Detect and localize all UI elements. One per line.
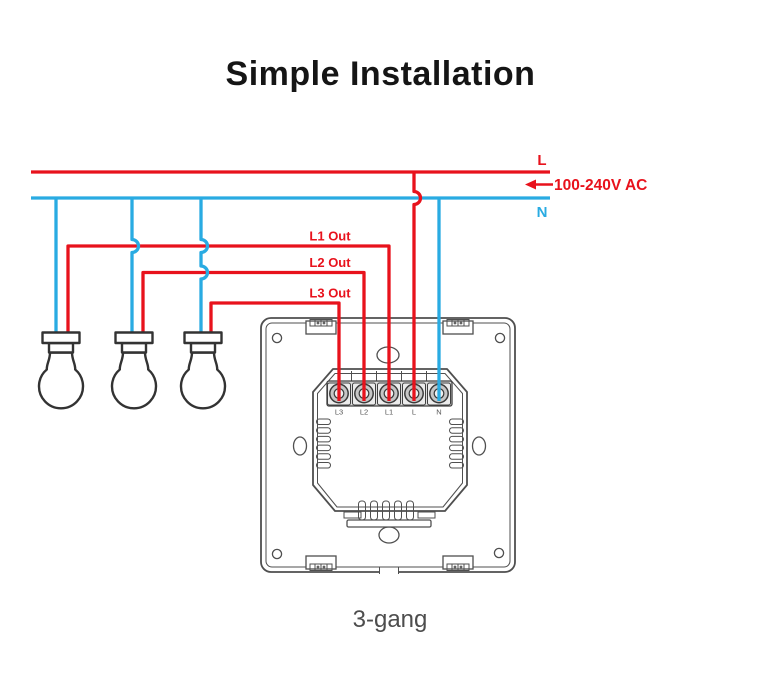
module-clamp-bar xyxy=(346,519,432,528)
terminal-label-n: N xyxy=(436,408,441,417)
page-title: Simple Installation xyxy=(225,55,536,93)
mounting-slot xyxy=(442,555,474,572)
mounting-slot xyxy=(305,555,337,572)
terminal-label-l2: L2 xyxy=(360,408,368,417)
voltage-label: 100-240V AC xyxy=(554,177,647,194)
neutral-drop-bulb2 xyxy=(130,198,141,334)
left-arrow-head-icon xyxy=(525,179,536,190)
terminal-label-l: L xyxy=(412,408,416,417)
neutral-drop-bulb3 xyxy=(199,198,210,334)
live-feed-wire xyxy=(412,172,423,401)
light-bulb-1 xyxy=(37,331,85,410)
smart-switch-device: L3 L2 L1 L N xyxy=(260,317,516,574)
light-bulbs xyxy=(37,331,227,410)
screw-hole xyxy=(271,332,283,344)
l1-out-wire xyxy=(66,244,391,401)
plate-opening xyxy=(378,526,400,544)
module-tab xyxy=(343,511,362,519)
l3-out-label: L3 Out xyxy=(309,286,351,301)
l3-out-wire xyxy=(209,301,341,401)
mounting-slot xyxy=(305,318,337,335)
terminal-label-l1: L1 xyxy=(385,408,393,417)
wires xyxy=(31,170,550,401)
diagram-caption: 3-gang xyxy=(352,606,428,633)
neutral-label: N xyxy=(537,204,548,221)
l2-out-label: L2 Out xyxy=(309,255,351,270)
l2-out-wire xyxy=(141,270,366,401)
light-bulb-3 xyxy=(179,331,227,410)
plate-opening xyxy=(292,436,308,456)
light-bulb-2 xyxy=(110,331,158,410)
plate-opening xyxy=(471,436,487,456)
screw-hole xyxy=(271,548,283,560)
screw-hole xyxy=(494,332,506,344)
terminal-label-l3: L3 xyxy=(335,408,343,417)
screw-hole xyxy=(493,547,505,559)
mounting-slot xyxy=(442,318,474,335)
l1-out-label: L1 Out xyxy=(309,229,351,244)
switch-module xyxy=(312,368,468,528)
module-tab xyxy=(417,511,436,519)
voltage-annotation: 100-240V AC xyxy=(525,177,647,194)
live-label: L xyxy=(537,152,546,169)
terminal-strip-ticks xyxy=(351,371,427,381)
plate-bottom-notch xyxy=(379,565,399,574)
